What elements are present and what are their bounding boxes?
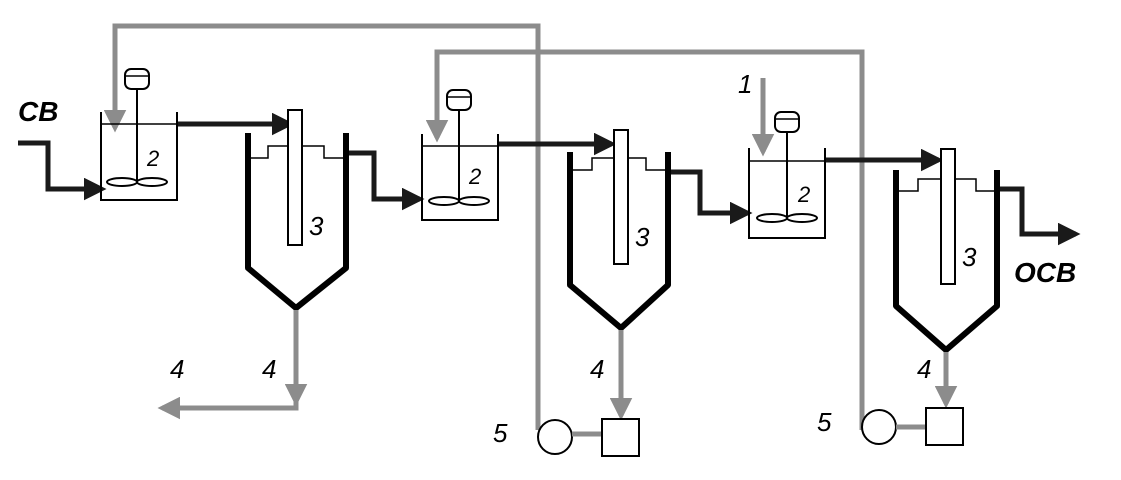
pump-icon bbox=[861, 409, 897, 445]
sludge-label: 4 bbox=[590, 354, 604, 384]
recycle-loop-1 bbox=[103, 23, 541, 430]
sludge-label: 4 bbox=[262, 354, 276, 384]
recycle-loop-2 bbox=[425, 49, 865, 430]
input-label: СВ bbox=[18, 96, 58, 127]
mixer-tank-3 bbox=[748, 111, 826, 239]
input-flow bbox=[18, 140, 107, 201]
mixer-label: 2 bbox=[797, 182, 810, 207]
pump-icon bbox=[537, 419, 573, 455]
mixer-label: 2 bbox=[468, 164, 481, 189]
settler-center-pipe bbox=[940, 148, 956, 285]
flow-settler2-to-mixer3 bbox=[668, 169, 753, 225]
settler-label: 3 bbox=[635, 222, 650, 252]
output-flow bbox=[998, 186, 1081, 246]
sludge-outlet-1 bbox=[157, 310, 308, 420]
settler-tank-3 bbox=[893, 148, 1000, 353]
impeller-icon bbox=[428, 196, 460, 206]
sludge-label: 4 bbox=[917, 354, 931, 384]
sludge-tank-icon bbox=[925, 407, 964, 446]
pump-label: 5 bbox=[817, 407, 832, 437]
impeller-icon bbox=[756, 213, 788, 223]
pump-label: 5 bbox=[493, 418, 508, 448]
mixer-tank-1 bbox=[100, 68, 178, 201]
settler-center-pipe bbox=[613, 129, 629, 265]
settler-label: 3 bbox=[309, 211, 324, 241]
reagent-label: 1 bbox=[738, 69, 752, 99]
output-label: ОСВ bbox=[1014, 257, 1076, 288]
settler-tank-2 bbox=[567, 129, 671, 331]
settler-label: 3 bbox=[962, 242, 977, 272]
agitator-motor-icon bbox=[446, 89, 472, 111]
agitator-motor-icon bbox=[774, 111, 800, 133]
settler-center-pipe bbox=[287, 109, 303, 246]
flow-settler1-to-mixer2 bbox=[346, 150, 425, 211]
sludge-label: 4 bbox=[170, 354, 184, 384]
mixer-label: 2 bbox=[146, 146, 159, 171]
impeller-icon bbox=[106, 177, 138, 187]
mixer-tank-2 bbox=[421, 89, 499, 221]
agitator-motor-icon bbox=[124, 68, 150, 90]
pump-2 bbox=[861, 407, 964, 446]
settler-tank-1 bbox=[245, 109, 349, 311]
pump-1 bbox=[537, 418, 640, 457]
sludge-tank-icon bbox=[601, 418, 640, 457]
